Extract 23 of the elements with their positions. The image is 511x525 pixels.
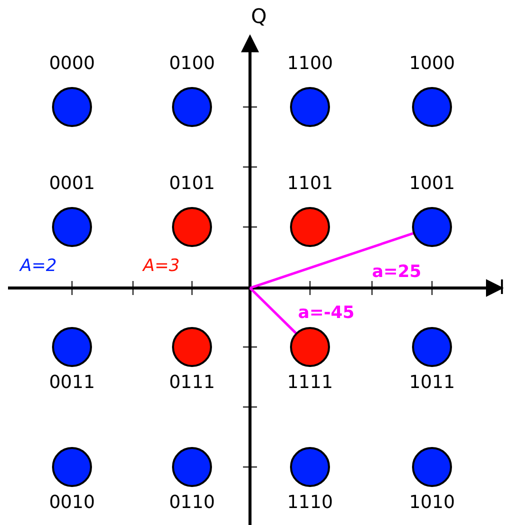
axis-label: Q xyxy=(251,6,267,26)
bit-label: 1001 xyxy=(408,174,456,194)
bit-label: 0100 xyxy=(168,54,216,74)
bit-label: 1000 xyxy=(408,54,456,74)
bit-label: 0110 xyxy=(168,493,216,513)
bit-label: 0010 xyxy=(48,493,96,513)
bit-label: 1101 xyxy=(286,174,334,194)
bit-label: 1011 xyxy=(408,373,456,393)
edge-label: a=-45 xyxy=(298,303,354,323)
angle-line xyxy=(249,287,298,335)
bit-label: 0101 xyxy=(168,174,216,194)
amplitude-label: A=2 xyxy=(20,256,57,276)
bit-label: 1010 xyxy=(408,493,456,513)
bit-label: 1111 xyxy=(286,373,334,393)
bit-label: 0000 xyxy=(48,54,96,74)
bit-label: 1110 xyxy=(286,493,334,513)
bit-label: 0111 xyxy=(168,373,216,393)
edge-label: a=25 xyxy=(372,262,422,282)
bit-label: 1100 xyxy=(286,54,334,74)
bit-label: 0011 xyxy=(48,373,96,393)
amplitude-label: A=3 xyxy=(143,256,180,276)
angle-line xyxy=(250,232,414,290)
bit-label: 0001 xyxy=(48,174,96,194)
